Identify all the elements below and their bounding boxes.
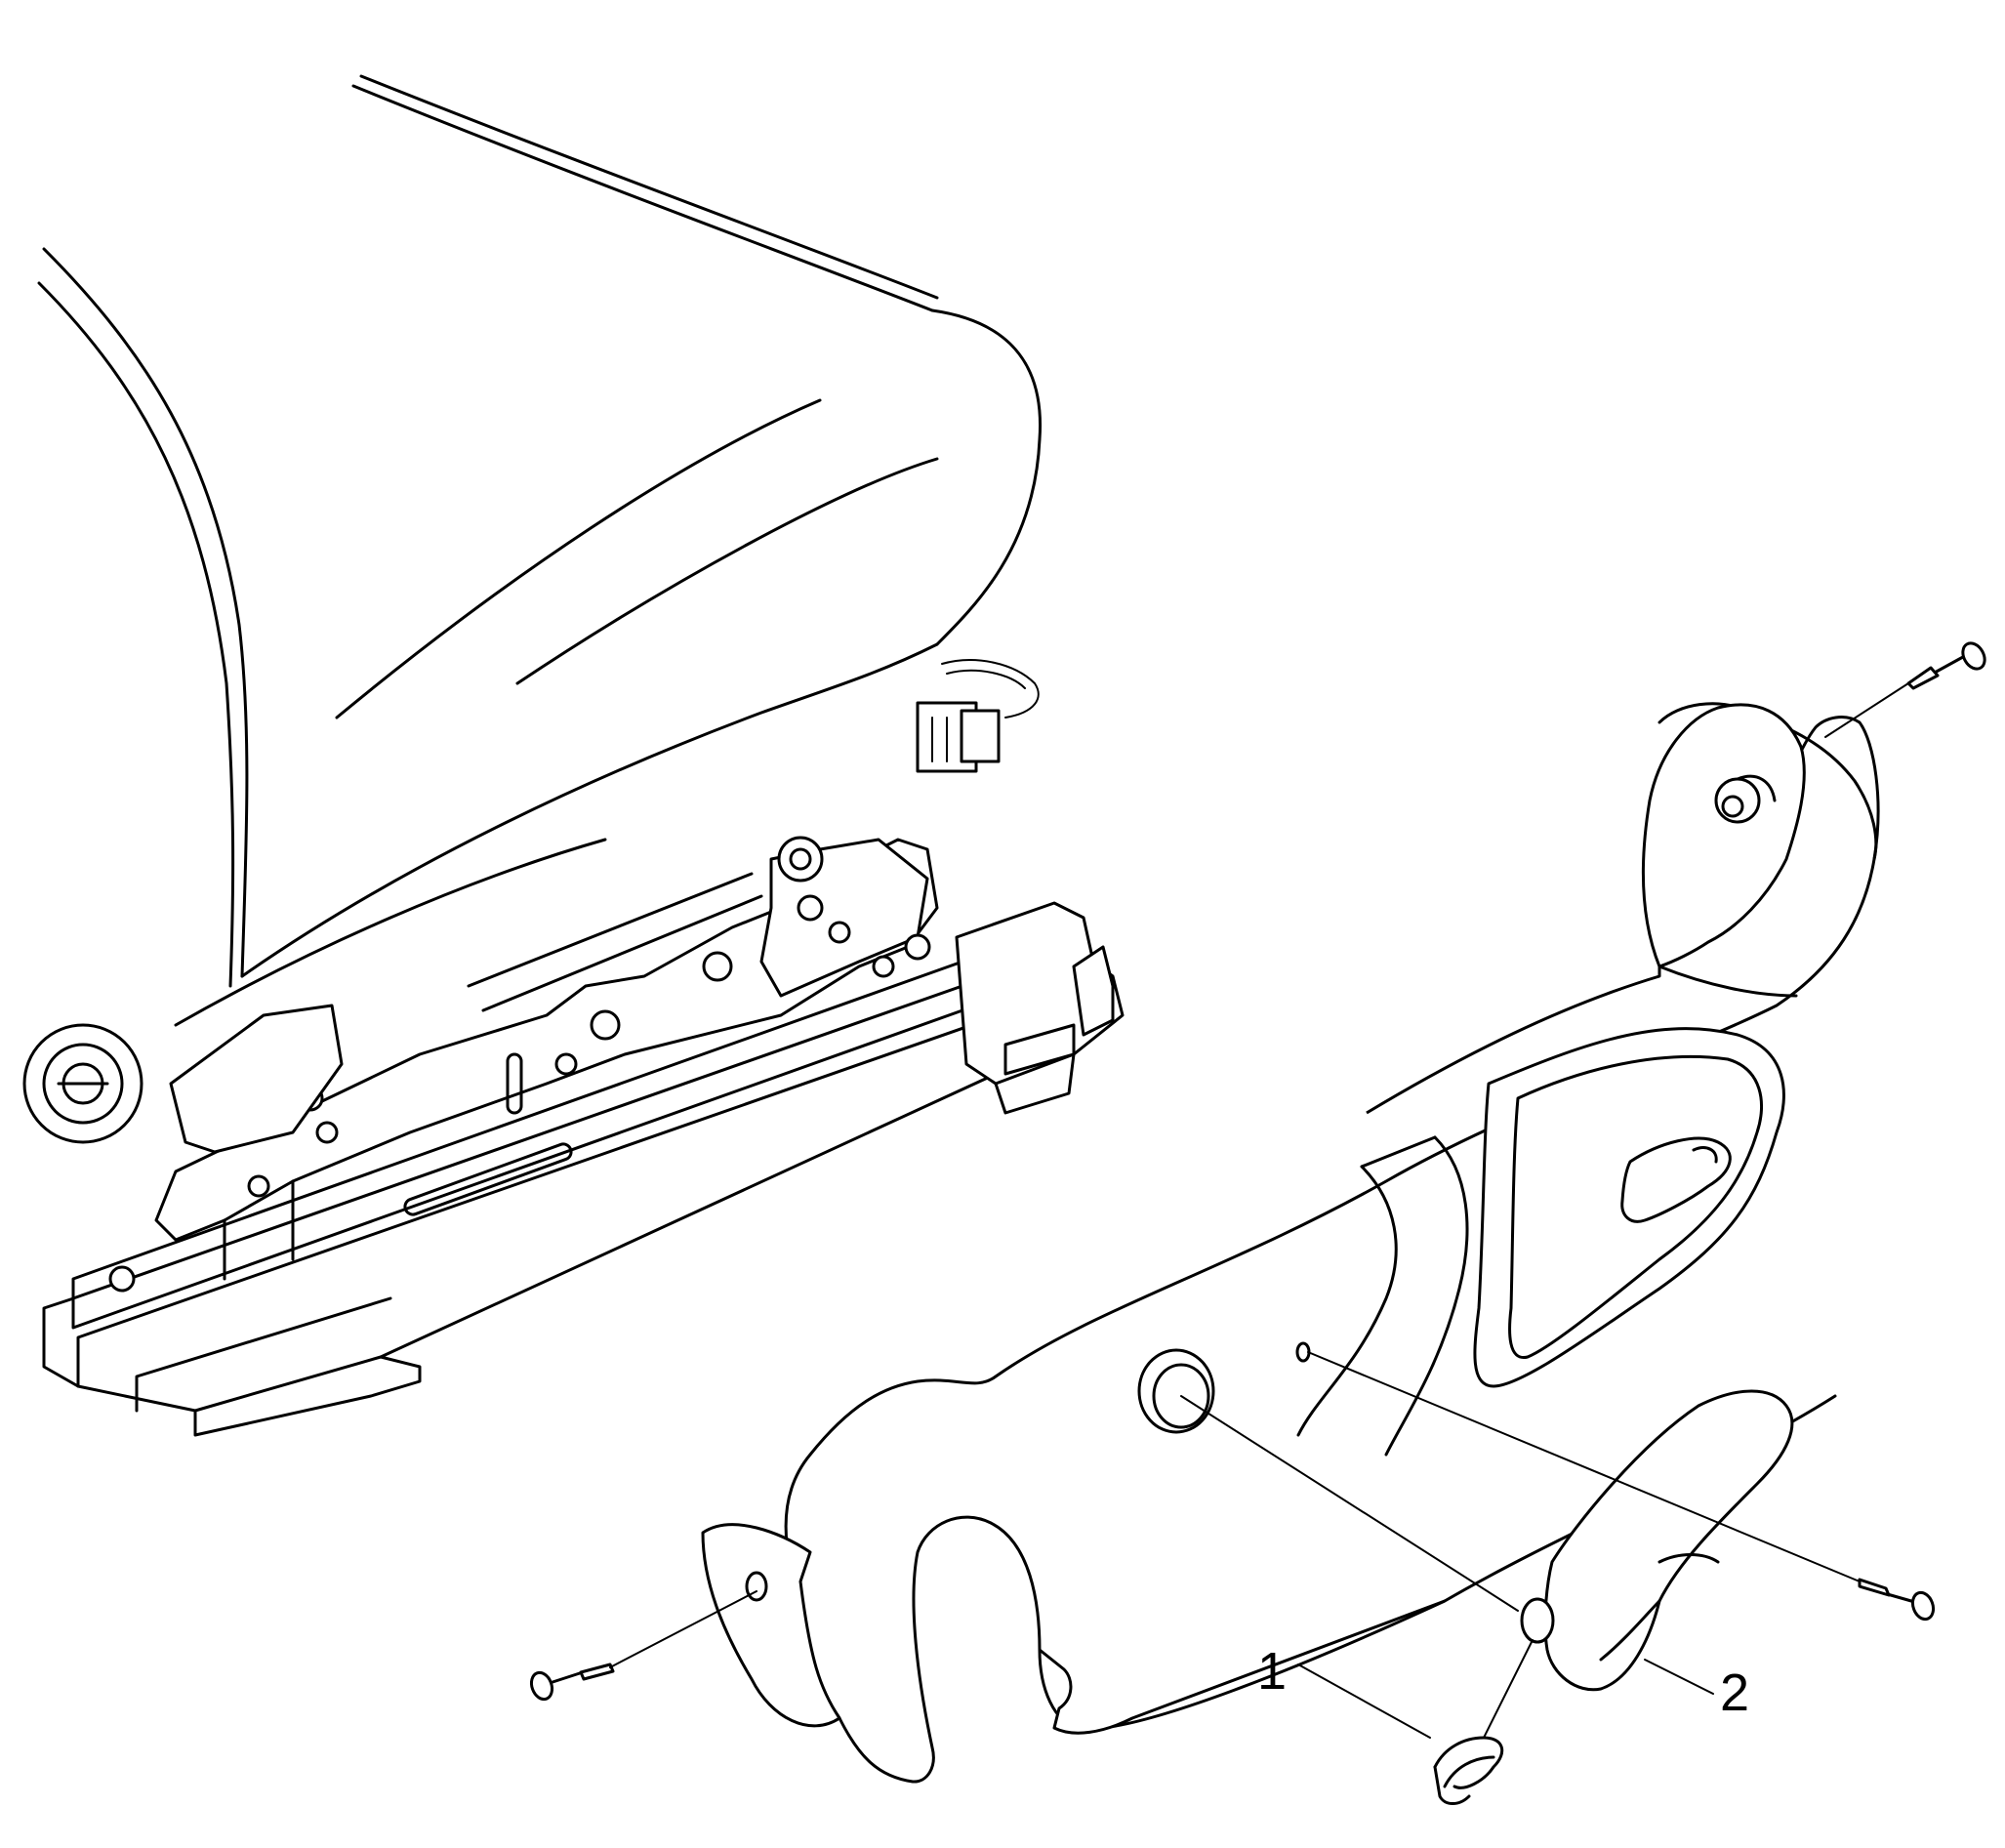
callout-1: 1 — [1257, 1642, 1431, 1739]
screw-lower-left — [529, 1663, 615, 1702]
seat-cushion — [37, 74, 1043, 1027]
screw-upper-right — [1906, 641, 1986, 690]
adjuster-handle — [1520, 1389, 1794, 1692]
seat-adjuster-track — [22, 836, 1125, 1437]
callout-2: 2 — [1644, 1659, 1749, 1722]
wiring-connector — [916, 659, 1040, 773]
seat-adjuster-trim-panel — [701, 702, 1880, 1784]
callout-2-label: 2 — [1720, 1663, 1749, 1722]
retainer-clip — [1433, 1736, 1504, 1805]
assembly-lines — [609, 682, 1909, 1739]
callout-1-label: 1 — [1257, 1642, 1287, 1701]
screw-lower-right — [1858, 1578, 1936, 1622]
